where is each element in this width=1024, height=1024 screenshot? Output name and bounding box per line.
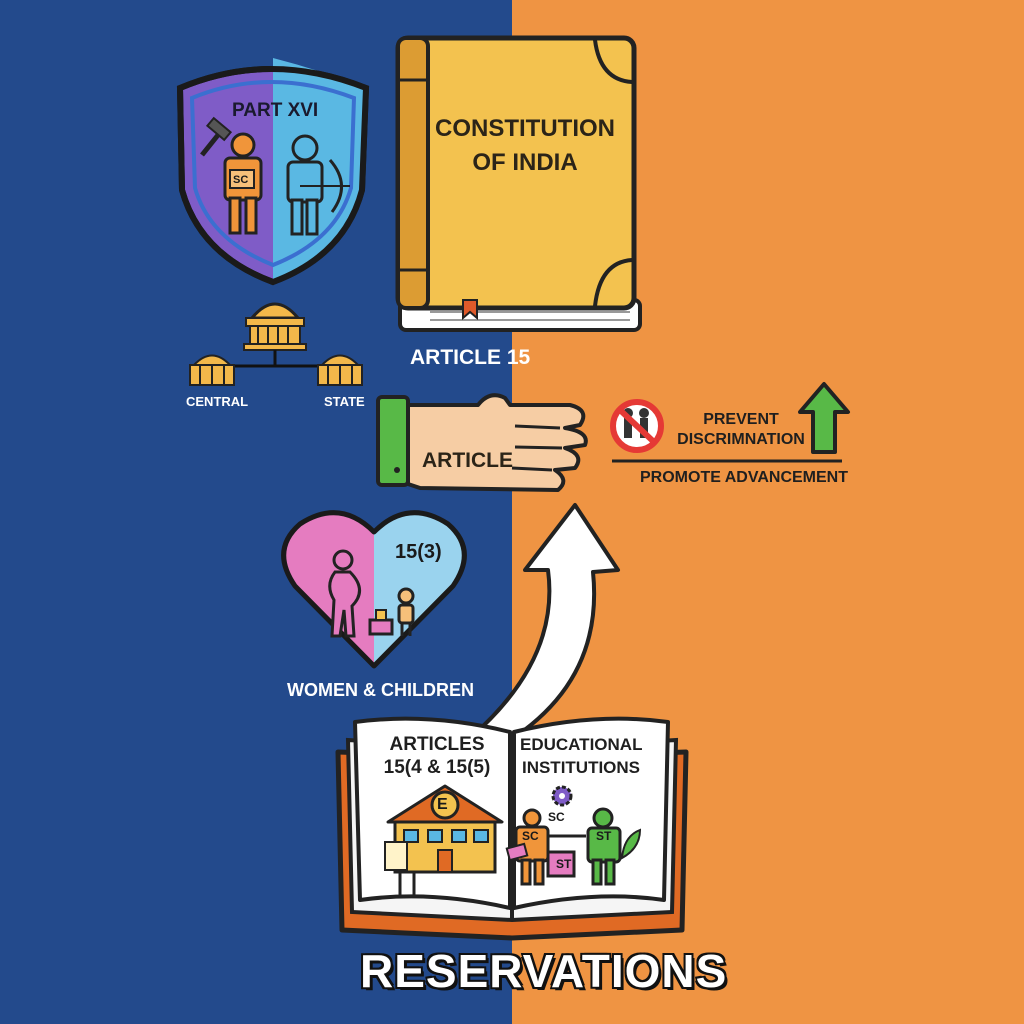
sc-person-icon (223, 132, 263, 235)
sc-middle-label: SC (548, 810, 565, 824)
heart-icon (281, 510, 467, 669)
no-discrimination-icon (610, 399, 664, 453)
left-page-title: ARTICLES 15(4 & 15(5) (383, 734, 491, 778)
government-hierarchy (189, 302, 363, 386)
gear-icon (551, 785, 573, 807)
state-label: STATE (324, 394, 365, 409)
prevent-discrimination-label: PREVENT DISCRIMNATION (677, 411, 805, 448)
heart-article-label: 15(3) (395, 541, 442, 563)
central-label: CENTRAL (186, 394, 249, 409)
st-student-label: ST (596, 829, 612, 843)
bow-arrow-icon (300, 159, 350, 213)
shield-icon (176, 58, 370, 286)
article-15-heading: ARTICLE 15 (410, 346, 531, 369)
shield-title: PART XVI (232, 100, 319, 121)
promote-advancement-label: PROMOTE ADVANCEMENT (640, 469, 848, 486)
hand-icon (376, 393, 588, 492)
archer-icon (286, 134, 350, 236)
school-icon (384, 784, 504, 898)
child-icon (368, 587, 415, 636)
st-box (546, 850, 576, 878)
st-middle-label: ST (556, 857, 572, 871)
constitution-book-title: CONSTITUTION OF INDIA (435, 115, 615, 176)
sc-student-icon (505, 808, 550, 886)
open-book-icon (335, 716, 689, 941)
government-building-icon (243, 302, 307, 351)
state-building-icon (317, 354, 363, 386)
hammer-icon (200, 116, 233, 157)
sc-student-label: SC (522, 829, 539, 843)
reservations-title: RESERVATIONS (358, 944, 728, 999)
hand-article-label: ARTICLE (422, 449, 513, 472)
st-student-icon (586, 807, 642, 886)
right-page-title: EDUCATIONAL INSTITUTIONS (520, 735, 643, 777)
pregnant-woman-icon (328, 549, 361, 638)
central-building-icon (189, 354, 235, 386)
constitution-book-icon (395, 35, 642, 332)
up-arrow-icon (798, 382, 850, 454)
shield-sc-badge: SC (233, 174, 249, 186)
school-badge-letter: E (437, 796, 448, 813)
women-children-label: WOMEN & CHILDREN (287, 680, 474, 700)
curved-arrow-icon (468, 503, 620, 754)
